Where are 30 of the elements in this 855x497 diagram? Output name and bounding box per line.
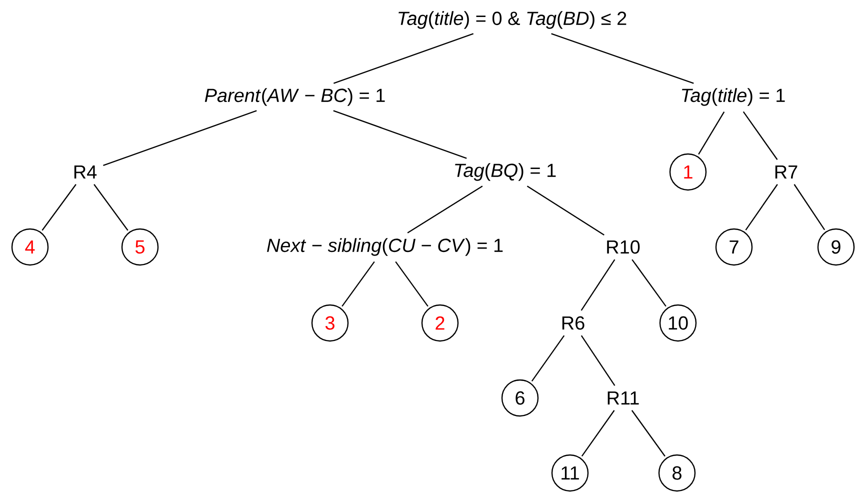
tree-branch bbox=[551, 33, 694, 84]
tree-branch bbox=[698, 111, 725, 155]
tree-branch bbox=[42, 184, 76, 231]
split-condition: R4 bbox=[74, 165, 97, 179]
tree-branch bbox=[742, 111, 778, 160]
tree-branch bbox=[531, 335, 565, 382]
split-condition: R6 bbox=[562, 316, 584, 330]
tree-branch bbox=[333, 110, 467, 159]
split-condition: R10 bbox=[607, 240, 640, 254]
tree-branch bbox=[526, 186, 604, 236]
split-condition: R7 bbox=[775, 165, 798, 179]
tree-branch bbox=[632, 259, 666, 307]
tree-branch bbox=[794, 184, 826, 230]
split-condition: Tag(BQ) = 1 bbox=[455, 163, 556, 181]
tree-branch bbox=[103, 110, 257, 166]
tree-branch bbox=[581, 410, 615, 457]
split-condition: Tag(title) = 0 & Tag(BD) ≤ 2 bbox=[398, 11, 626, 29]
split-condition: Parent(AW − BC) = 1 bbox=[204, 88, 385, 106]
tree-branch bbox=[631, 410, 666, 457]
tree-branch bbox=[342, 261, 375, 307]
split-condition: R11 bbox=[608, 391, 639, 405]
tree-branch bbox=[333, 33, 474, 84]
tree-branch bbox=[580, 335, 616, 386]
split-condition: Next − sibling(CU − CV) = 1 bbox=[267, 238, 503, 256]
split-condition: Tag(title) = 1 bbox=[682, 88, 785, 106]
tree-branch bbox=[407, 186, 483, 234]
tree-branch bbox=[94, 184, 128, 231]
tree-branch bbox=[745, 184, 778, 230]
tree-branch bbox=[580, 259, 616, 311]
tree-branch bbox=[395, 261, 428, 307]
